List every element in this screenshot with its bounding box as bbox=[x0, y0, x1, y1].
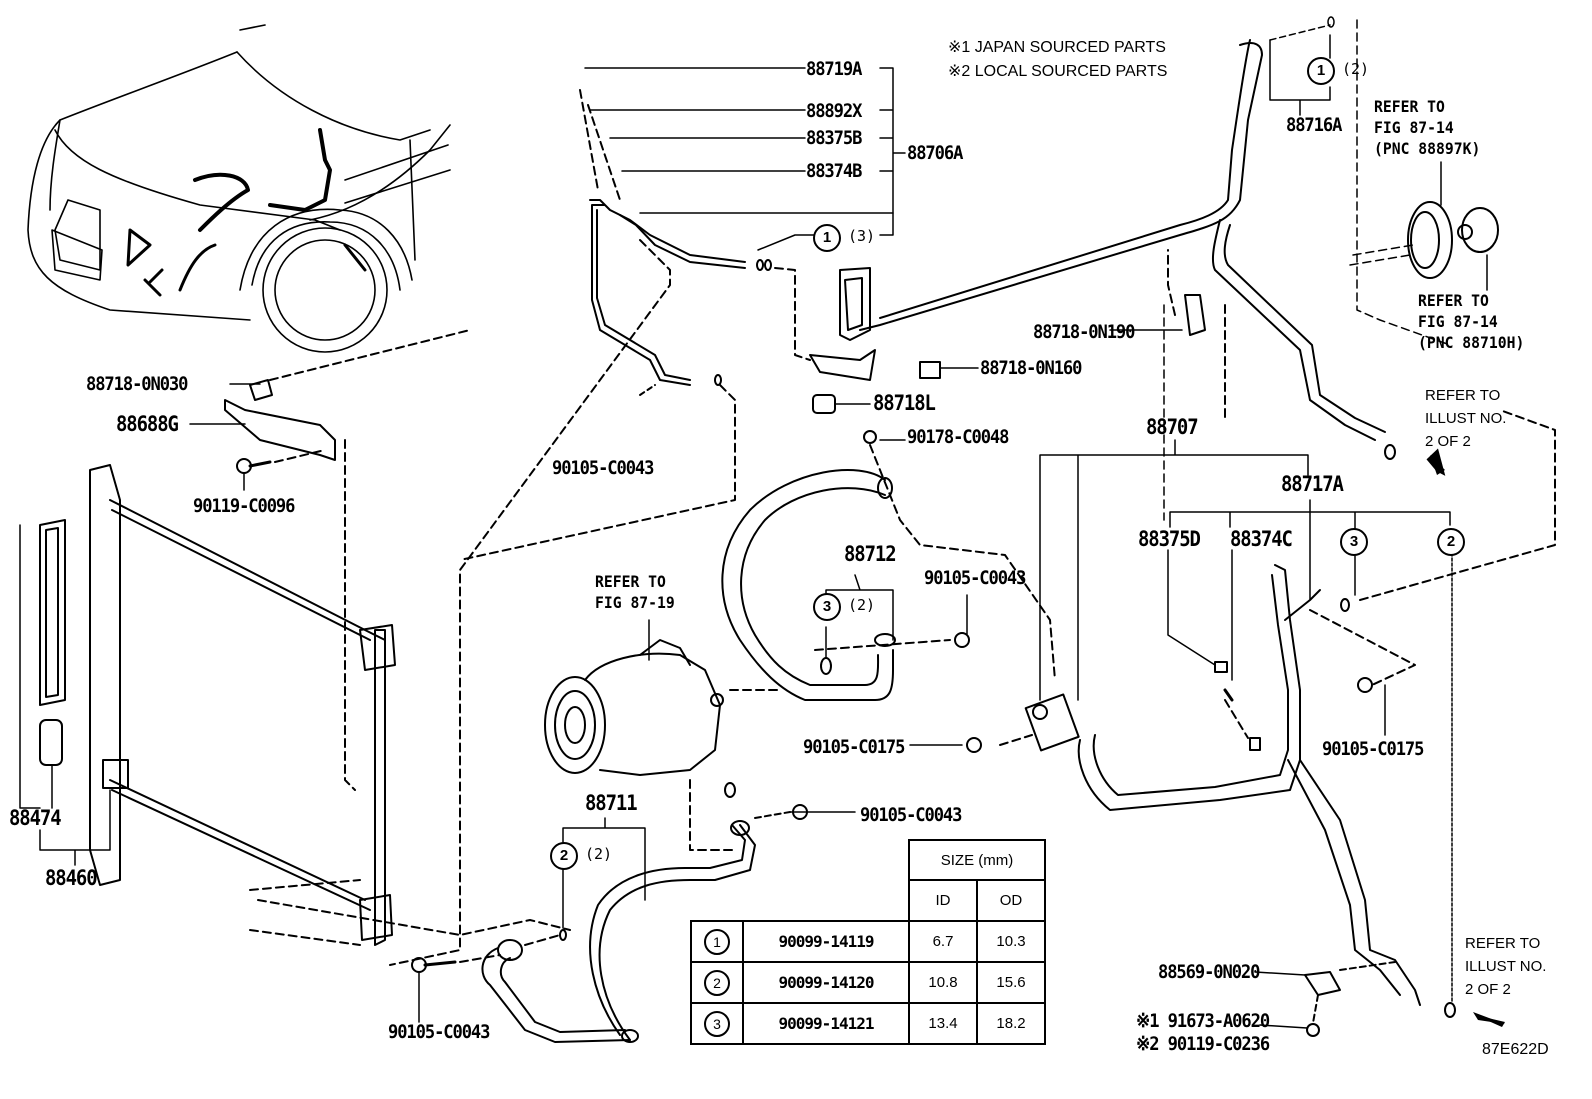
size-table-col-od: OD bbox=[976, 879, 1046, 922]
outer-diameter-cell: 15.6 bbox=[976, 961, 1046, 1004]
illustration-code: 87E622D bbox=[1482, 1041, 1549, 1058]
part-label-88718-0N160[interactable]: 88718-0N160 bbox=[980, 357, 1082, 379]
condenser-88460 bbox=[19, 464, 571, 946]
table-row: 2 90099-14120 10.8 15.6 bbox=[690, 961, 1046, 1004]
leaders-88707 bbox=[789, 304, 1451, 813]
outer-diameter-cell: 10.3 bbox=[976, 920, 1046, 963]
part-label-90119-C0096[interactable]: 90119-C0096 bbox=[193, 495, 295, 517]
reference-illust-2-of-2-upper[interactable]: REFER TO ILLUST NO. 2 OF 2 bbox=[1425, 387, 1507, 450]
part-label-88719A[interactable]: 88719A bbox=[806, 58, 862, 80]
outer-diameter-cell: 18.2 bbox=[976, 1002, 1046, 1045]
reference-fig-87-19[interactable]: REFER TO FIG 87-19 bbox=[595, 572, 675, 612]
part-label-90105-C0175-a[interactable]: 90105-C0175 bbox=[803, 736, 905, 758]
part-label-88569-0N020[interactable]: 88569-0N020 bbox=[1158, 961, 1260, 983]
part-label-88707[interactable]: 88707 bbox=[1146, 415, 1199, 439]
part-label-90105-C0175-b[interactable]: 90105-C0175 bbox=[1322, 738, 1424, 760]
seal-illustration bbox=[1407, 161, 1499, 291]
part-label-88374C[interactable]: 88374C bbox=[1230, 527, 1293, 551]
table-row: 3 90099-14121 13.4 18.2 bbox=[690, 1002, 1046, 1045]
hose-88707 bbox=[966, 409, 1556, 1018]
hose-88716A bbox=[859, 39, 1396, 460]
part-label-90178-C0048[interactable]: 90178-C0048 bbox=[907, 426, 1009, 448]
circled-number-row-2: 2 bbox=[704, 969, 730, 996]
part-label-90105-C0043-b[interactable]: 90105-C0043 bbox=[924, 567, 1026, 589]
note-local-sourced: ※2 LOCAL SOURCED PARTS bbox=[948, 63, 1168, 80]
inner-diameter-cell: 6.7 bbox=[908, 920, 978, 963]
circled-number-3-88717A[interactable]: 3 bbox=[1340, 528, 1368, 556]
size-table-header: SIZE (mm) bbox=[908, 839, 1046, 881]
vehicle-front-illustration bbox=[27, 24, 451, 353]
part-label-90105-C0043-c[interactable]: 90105-C0043 bbox=[860, 804, 962, 826]
circled-number-2-88711[interactable]: 2 bbox=[550, 842, 578, 870]
part-label-88718-0N030[interactable]: 88718-0N030 bbox=[86, 373, 188, 395]
part-label-88460[interactable]: 88460 bbox=[45, 866, 98, 890]
part-label-88717A[interactable]: 88717A bbox=[1281, 472, 1344, 496]
part-label-88712[interactable]: 88712 bbox=[844, 542, 897, 566]
bracket-88569 bbox=[1254, 961, 1396, 1037]
part-number-cell[interactable]: 90099-14121 bbox=[742, 1002, 910, 1045]
leaders-88706A bbox=[584, 67, 906, 251]
reference-fig-87-14-88710H[interactable]: REFER TO FIG 87-14 (PNC 88710H) bbox=[1418, 291, 1525, 352]
part-label-88706A[interactable]: 88706A bbox=[907, 142, 963, 164]
circled-number-2-88717A[interactable]: 2 bbox=[1437, 528, 1465, 556]
reference-fig-87-14-88897K[interactable]: REFER TO FIG 87-14 (PNC 88897K) bbox=[1374, 97, 1481, 158]
leaders-88711 bbox=[418, 817, 646, 1023]
circled-number-3-88712[interactable]: 3 bbox=[813, 593, 841, 621]
part-label-88375D[interactable]: 88375D bbox=[1138, 527, 1201, 551]
part-number-cell[interactable]: 90099-14119 bbox=[742, 920, 910, 963]
part-label-90105-C0043[interactable]: 90105-C0043 bbox=[552, 457, 654, 479]
inner-diameter-cell: 13.4 bbox=[908, 1002, 978, 1045]
size-table-col-id: ID bbox=[908, 879, 978, 922]
inner-diameter-cell: 10.8 bbox=[908, 961, 978, 1004]
part-number-cell[interactable]: 90099-14120 bbox=[742, 961, 910, 1004]
hose-size-table: SIZE (mm) ID OD 1 90099-14119 6.7 10.3 2… bbox=[690, 839, 1046, 1045]
part-label-88716A[interactable]: 88716A bbox=[1286, 114, 1342, 136]
circled-number-row-3: 3 bbox=[704, 1010, 730, 1037]
part-label-88711[interactable]: 88711 bbox=[585, 791, 638, 815]
clip-88718L-pipe bbox=[189, 249, 1226, 441]
compressor bbox=[544, 619, 781, 851]
part-label-88374B[interactable]: 88374B bbox=[806, 160, 862, 182]
part-label-88688G[interactable]: 88688G bbox=[116, 412, 179, 436]
arrows bbox=[1426, 448, 1505, 1027]
pipe-88711 bbox=[411, 782, 808, 1043]
circled-number-1-top[interactable]: 1 bbox=[813, 224, 841, 252]
circled-number-row-1: 1 bbox=[704, 928, 730, 955]
part-label-88718L[interactable]: 88718L bbox=[873, 391, 936, 415]
part-label-88718-0N190[interactable]: 88718-0N190 bbox=[1033, 321, 1135, 343]
quantity-c2-88711: (2) bbox=[585, 845, 613, 863]
circled-number-1-right[interactable]: 1 bbox=[1307, 57, 1335, 85]
leader-88716A bbox=[1269, 16, 1451, 346]
quantity-c1-top: (3) bbox=[848, 227, 876, 245]
table-row: 1 90099-14119 6.7 10.3 bbox=[690, 920, 1046, 963]
pipe-88706A bbox=[389, 89, 811, 966]
note-japan-sourced: ※1 JAPAN SOURCED PARTS bbox=[948, 39, 1166, 56]
quantity-c3-88712: (2) bbox=[848, 596, 876, 614]
part-label-90105-C0043-d[interactable]: 90105-C0043 bbox=[388, 1021, 490, 1043]
part-label-88375B[interactable]: 88375B bbox=[806, 127, 862, 149]
part-label-88474[interactable]: 88474 bbox=[9, 806, 62, 830]
bracket-88688G bbox=[224, 329, 471, 791]
part-label-90119-C0236[interactable]: ※2 90119-C0236 bbox=[1136, 1033, 1270, 1055]
quantity-c1-right: (2) bbox=[1342, 60, 1370, 78]
hose-88712 bbox=[721, 430, 1056, 701]
part-label-91673-A0620[interactable]: ※1 91673-A0620 bbox=[1136, 1010, 1270, 1032]
reference-illust-2-of-2-lower[interactable]: REFER TO ILLUST NO. 2 OF 2 bbox=[1465, 935, 1547, 998]
part-label-88892X[interactable]: 88892X bbox=[806, 100, 862, 122]
